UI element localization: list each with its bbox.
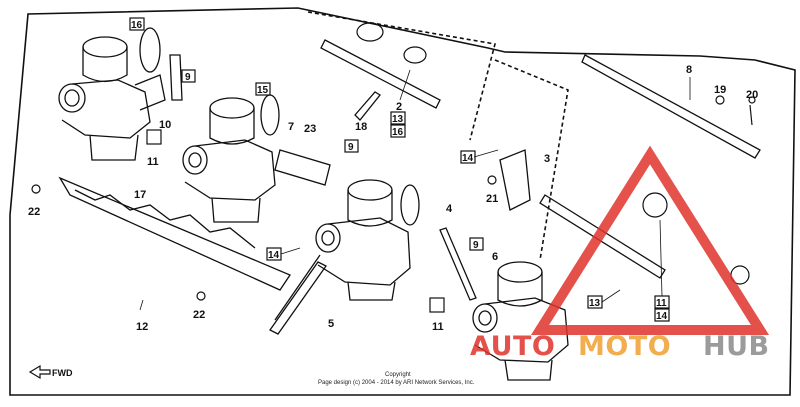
label-7: 7 (288, 121, 294, 133)
label-3: 3 (544, 153, 550, 165)
label-8: 8 (686, 64, 692, 76)
watermark-hub: HUB (703, 331, 770, 362)
svg-text:9: 9 (185, 72, 191, 83)
box-label-14a: 14 (460, 150, 476, 164)
copyright: Copyright Page design (c) 2004 - 2014 by… (318, 372, 475, 386)
svg-text:9: 9 (473, 240, 479, 251)
box-label-16a: 16 (129, 17, 145, 31)
label-22b: 22 (193, 309, 205, 321)
svg-text:16: 16 (392, 127, 404, 138)
box-label-16b: 16 (390, 124, 406, 138)
box-label-14b: 14 (266, 247, 282, 261)
carburetor-3 (315, 179, 420, 301)
label-6: 6 (492, 251, 498, 263)
copyright-line2: Page design (c) 2004 - 2014 by ARI Netwo… (318, 380, 475, 386)
fwd-label: FWD (52, 368, 73, 378)
box-label-13a: 13 (390, 111, 406, 125)
svg-text:16: 16 (131, 20, 143, 31)
small-parts (31, 22, 756, 313)
watermark-auto: AUTO (470, 331, 555, 362)
label-23: 23 (304, 123, 316, 135)
carburetor-2 (182, 94, 280, 223)
svg-text:14: 14 (462, 153, 474, 164)
fwd-arrow-icon (28, 364, 51, 380)
watermark-logo: AUTO MOTO HUB (470, 145, 770, 362)
watermark-triangle-icon (530, 145, 770, 335)
label-2: 2 (396, 101, 402, 113)
linkage-parts (58, 39, 761, 335)
label-4: 4 (446, 203, 453, 215)
box-label-13c: 11 (654, 295, 670, 309)
label-21: 21 (486, 193, 498, 205)
fwd-arrow: FWD (28, 364, 73, 380)
label-10: 10 (159, 119, 171, 131)
svg-text:13: 13 (589, 298, 601, 309)
label-11a: 11 (147, 156, 159, 168)
svg-text:14: 14 (268, 250, 280, 261)
box-label-15: 15 (255, 82, 271, 96)
svg-text:14: 14 (656, 311, 668, 322)
watermark-moto: MOTO (578, 331, 671, 362)
box-label-9b: 9 (344, 139, 359, 153)
label-12: 12 (136, 321, 148, 333)
box-label-13b: 13 (587, 295, 603, 309)
carburetor-4 (472, 261, 569, 381)
copyright-line1: Copyright (385, 372, 411, 378)
svg-text:11: 11 (656, 298, 667, 309)
label-18: 18 (355, 121, 367, 133)
svg-text:9: 9 (348, 142, 354, 153)
label-22a: 22 (28, 206, 40, 218)
boxed-labels: 16 9 15 9 13 16 14 14 (129, 17, 670, 322)
box-label-14c: 14 (654, 308, 670, 322)
box-label-9c: 9 (469, 237, 484, 251)
label-17: 17 (134, 189, 146, 201)
label-20: 20 (746, 89, 758, 101)
part-labels: 2 3 4 5 6 7 8 10 11 11 12 17 18 19 20 21… (28, 64, 758, 333)
svg-text:15: 15 (257, 85, 269, 96)
label-11b: 11 (432, 321, 444, 333)
carburetor-1 (58, 27, 166, 161)
box-label-9a: 9 (181, 69, 196, 83)
leader-lines (139, 69, 691, 311)
label-5: 5 (328, 318, 334, 330)
label-19: 19 (714, 84, 726, 96)
svg-text:13: 13 (392, 114, 404, 125)
